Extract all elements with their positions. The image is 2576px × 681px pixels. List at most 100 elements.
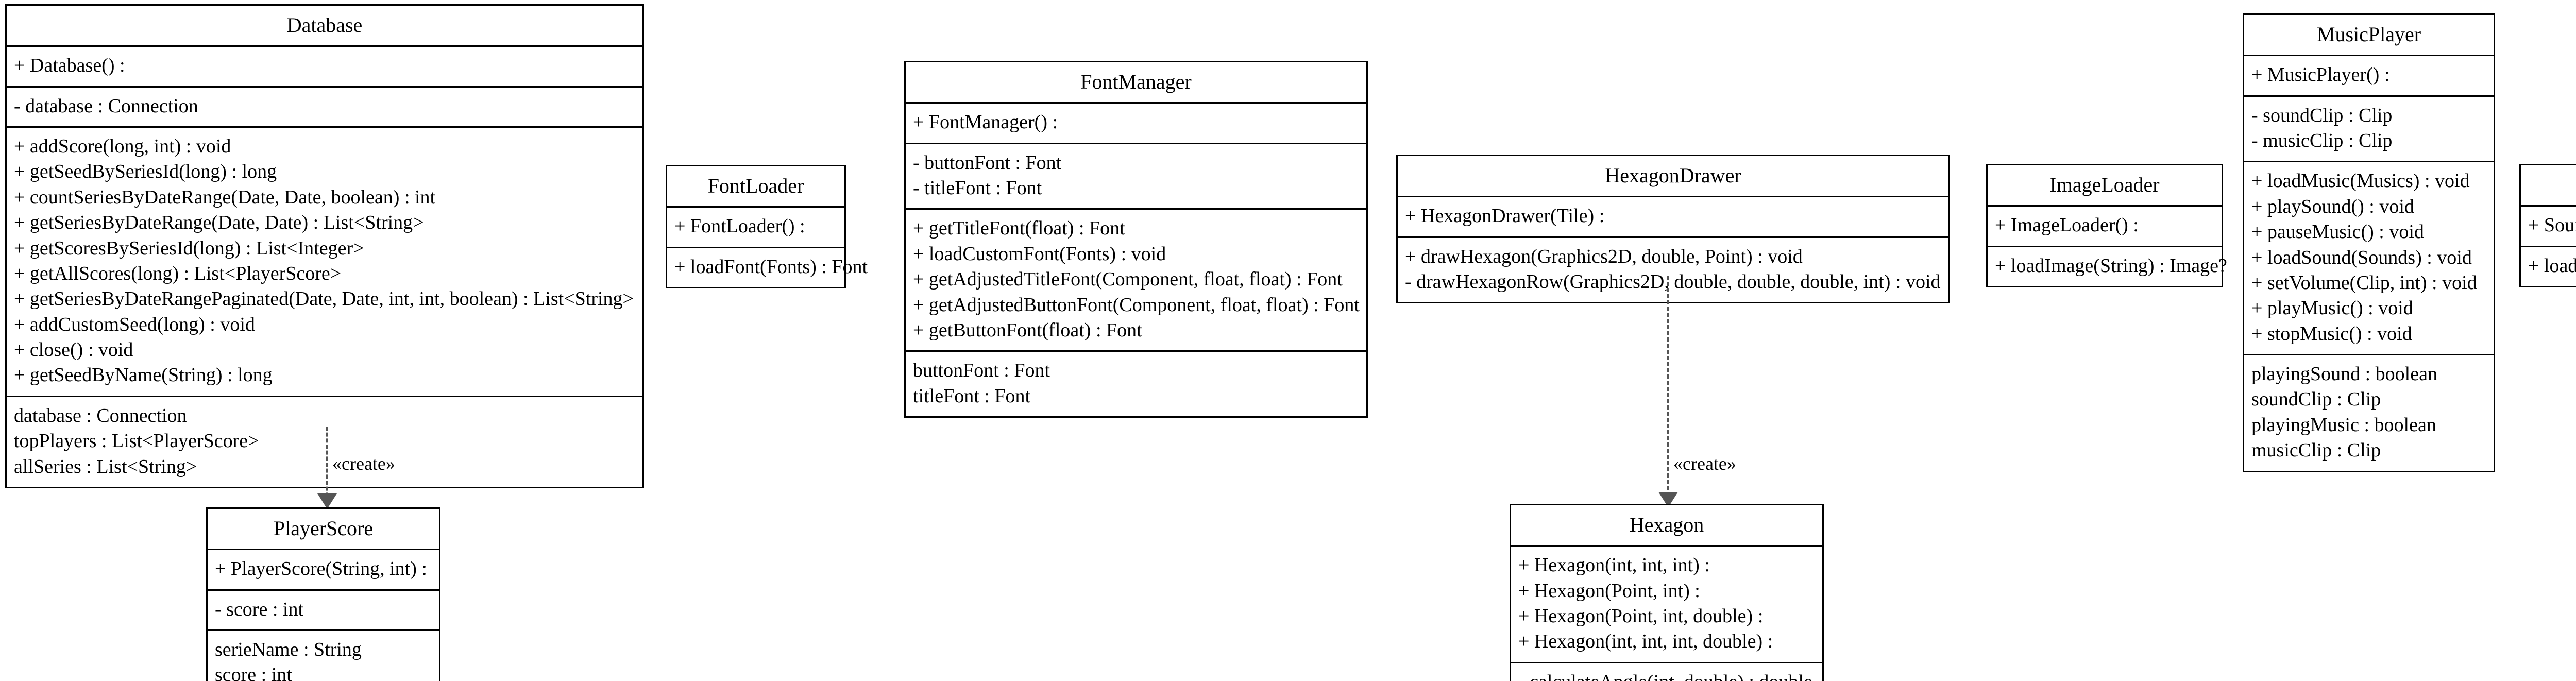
member-row: + MusicPlayer() : [2251,64,2390,86]
member-row: - musicClip : Clip [2251,129,2393,151]
class-title-font-manager: FontManager [906,62,1366,104]
dependency-label-hexagondrawer-hexagon: «create» [1673,453,1736,474]
member-row: + stopMusic() : void [2251,322,2412,345]
compartment-constructors-sound-loader: + SoundLoader() : [2521,207,2576,247]
member-row: + playMusic() : void [2251,297,2413,319]
compartment-methods-sound-loader: + loadMusic(String) : Clip? [2521,247,2576,286]
member-row: + getSeedBySeriesId(long) : long [14,161,277,183]
member-row: serieName : String [215,638,362,660]
class-title-music-player: MusicPlayer [2244,15,2494,57]
compartment-methods-hexagon-drawer: + drawHexagon(Graphics2D, double, Point)… [1398,238,1948,302]
class-title-image-loader: ImageLoader [1988,165,2222,207]
member-row: + Hexagon(Point, int) : [1518,580,1700,602]
member-row: - titleFont : Font [913,177,1042,199]
compartment-methods-font-manager: + getTitleFont(float) : Font + loadCusto… [906,210,1366,352]
member-row: topPlayers : List<PlayerScore> [14,430,259,452]
compartment-methods-database: + addScore(long, int) : void + getSeedBy… [7,128,642,397]
uml-class-font-manager[interactable]: FontManager + FontManager() : - buttonFo… [904,61,1368,418]
member-row: + addCustomSeed(long) : void [14,313,255,335]
member-row: + addScore(long, int) : void [14,135,231,157]
uml-class-player-score[interactable]: PlayerScore + PlayerScore(String, int) :… [206,507,440,681]
uml-class-music-player[interactable]: MusicPlayer + MusicPlayer() : - soundCli… [2243,13,2495,472]
member-row: database : Connection [14,404,187,427]
member-row: + getAdjustedButtonFont(Component, float… [913,294,1360,316]
member-row: + drawHexagon(Graphics2D, double, Point)… [1405,245,1803,267]
member-row: - calculateAngle(int, double) : double [1518,670,1815,681]
member-row: - score : int [215,598,304,620]
compartment-constructors-image-loader: + ImageLoader() : [1988,207,2222,247]
compartment-constructors-font-loader: + FontLoader() : [667,208,844,248]
member-row: allSeries : List<String> [14,455,197,478]
uml-class-image-loader[interactable]: ImageLoader + ImageLoader() : + loadImag… [1986,164,2227,287]
member-row: + playSound() : void [2251,195,2414,217]
class-title-hexagon: Hexagon [1511,505,1822,547]
member-row: + getSeriesByDateRangePaginated(Date, Da… [14,288,634,310]
class-title-sound-loader: SoundLoader [2521,165,2576,207]
class-title-hexagon-drawer: HexagonDrawer [1398,156,1948,198]
member-row: + loadMusic(String) : Clip? [2528,254,2576,277]
dependency-line-database-playerscore [326,427,328,503]
member-row: + loadMusic(Musics) : void [2251,170,2470,192]
member-row: + Hexagon(int, int, int, double) : [1518,631,1773,653]
member-row: playingMusic : boolean [2251,414,2436,436]
compartment-properties-player-score: serieName : String score : int [208,631,439,681]
uml-class-hexagon[interactable]: Hexagon + Hexagon(int, int, int) : + Hex… [1510,504,1824,681]
member-row: playingSound : boolean [2251,363,2437,385]
class-title-font-loader: FontLoader [667,166,844,208]
member-row: - database : Connection [14,95,198,117]
uml-class-hexagon-drawer[interactable]: HexagonDrawer + HexagonDrawer(Tile) : + … [1396,155,1950,304]
member-row: + FontManager() : [913,111,1058,133]
member-row: + getAllScores(long) : List<PlayerScore> [14,262,342,284]
member-row: + FontLoader() : [674,215,805,237]
compartment-methods-music-player: + loadMusic(Musics) : void + playSound()… [2244,162,2494,356]
compartment-constructors-hexagon-drawer: + HexagonDrawer(Tile) : [1398,197,1948,238]
member-row: titleFont : Font [913,385,1031,407]
member-row: + HexagonDrawer(Tile) : [1405,205,1605,227]
member-row: + Hexagon(int, int, int) : [1518,554,1710,576]
compartment-properties-music-player: playingSound : boolean soundClip : Clip … [2244,355,2494,471]
member-row: + getTitleFont(float) : Font [913,217,1125,240]
member-row: + getAdjustedTitleFont(Component, float,… [913,268,1343,291]
member-row: + countSeriesByDateRange(Date, Date, boo… [14,186,436,208]
member-row: + Hexagon(Point, int, double) : [1518,605,1764,627]
compartment-fields-font-manager: - buttonFont : Font - titleFont : Font [906,144,1366,210]
compartment-properties-font-manager: buttonFont : Font titleFont : Font [906,352,1366,416]
member-row: musicClip : Clip [2251,439,2381,462]
member-row: + loadImage(String) : Image? [1995,254,2227,277]
class-title-database: Database [7,6,642,47]
class-title-player-score: PlayerScore [208,509,439,551]
member-row: - drawHexagonRow(Graphics2D, double, dou… [1405,270,1941,293]
compartment-constructors-player-score: + PlayerScore(String, int) : [208,550,439,591]
member-row: + loadSound(Sounds) : void [2251,246,2472,268]
member-row: + loadCustomFont(Fonts) : void [913,243,1166,265]
compartment-fields-database: - database : Connection [7,88,642,128]
compartment-properties-database: database : Connection topPlayers : List<… [7,397,642,487]
member-row: + getSeriesByDateRange(Date, Date) : Lis… [14,212,424,234]
compartment-constructors-database: + Database() : [7,47,642,88]
member-row: + loadFont(Fonts) : Font [674,256,868,278]
uml-class-sound-loader[interactable]: SoundLoader + SoundLoader() : + loadMusi… [2519,164,2576,287]
compartment-methods-hexagon: - calculateAngle(int, double) : double [1511,663,1822,681]
member-row: - buttonFont : Font [913,151,1062,174]
compartment-methods-image-loader: + loadImage(String) : Image? [1988,247,2227,286]
dependency-line-hexagondrawer-hexagon [1667,276,1669,502]
uml-class-font-loader[interactable]: FontLoader + FontLoader() : + loadFont(F… [666,165,868,288]
member-row: + getScoresBySeriesId(long) : List<Integ… [14,237,364,259]
compartment-constructors-hexagon: + Hexagon(int, int, int) : + Hexagon(Poi… [1511,547,1822,663]
uml-class-database[interactable]: Database + Database() : - database : Con… [5,4,644,489]
member-row: + close() : void [14,339,133,361]
member-row: - soundClip : Clip [2251,104,2393,126]
member-row: buttonFont : Font [913,360,1050,382]
member-row: + getButtonFont(float) : Font [913,319,1142,341]
member-row: score : int [215,664,292,681]
compartment-fields-player-score: - score : int [208,591,439,631]
compartment-fields-music-player: - soundClip : Clip - musicClip : Clip [2244,97,2494,163]
member-row: soundClip : Clip [2251,388,2381,411]
compartment-constructors-font-manager: + FontManager() : [906,104,1366,144]
member-row: + Database() : [14,55,125,77]
member-row: + SoundLoader() : [2528,214,2576,236]
member-row: + ImageLoader() : [1995,214,2139,236]
dependency-arrowhead-database-playerscore [317,493,337,509]
compartment-constructors-music-player: + MusicPlayer() : [2244,56,2494,97]
